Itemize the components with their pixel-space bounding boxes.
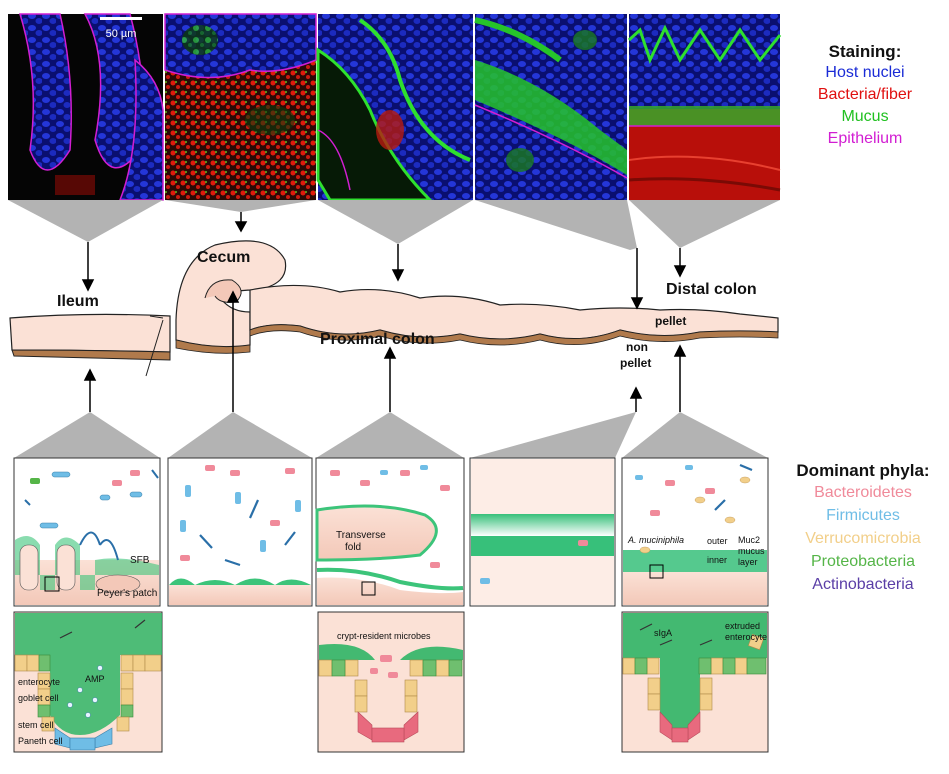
legend-actinobacteria: Actinobacteria [812, 576, 914, 593]
label-stem-cell: stem cell [18, 720, 54, 730]
label-inner: inner [707, 555, 727, 565]
scale-bar-label: 50 µm [106, 28, 137, 40]
label-a-muciniphila: A. muciniphila [627, 535, 684, 545]
label-ileum: Ileum [57, 293, 99, 310]
callout-triangles-top [8, 200, 780, 250]
legend-proteobacteria: Proteobacteria [810, 553, 916, 570]
gut-tube [9, 240, 779, 377]
label-proximal-colon: Proximal colon [320, 331, 435, 348]
label-pellet-2: pellet [620, 356, 651, 370]
detail-distal-colon-crypt: sIgA extruded enterocyte [621, 611, 769, 753]
legend-bacteria-fiber: Bacteria/fiber [817, 86, 913, 103]
label-goblet-cell: goblet cell [18, 693, 59, 703]
label-muc2-2: mucus [738, 546, 765, 556]
arrows-top [81, 212, 687, 310]
legend-host-nuclei: Host nuclei [825, 64, 905, 81]
detail-ileum-crypt: enterocyte goblet cell AMP stem cell Pan… [13, 611, 163, 753]
label-enterocyte: enterocyte [18, 677, 60, 687]
label-amp: AMP [85, 674, 105, 684]
staining-legend: Staining: Host nuclei Bacteria/fiber Muc… [790, 42, 940, 150]
label-transverse-fold-1: Transverse [336, 530, 386, 541]
label-non: non [626, 340, 648, 354]
schematic-cecum [167, 457, 313, 607]
micrograph-non-pellet [474, 14, 628, 200]
staining-legend-title: Staining: [828, 42, 902, 61]
label-cecum: Cecum [197, 249, 250, 266]
callout-triangles-bottom [14, 412, 768, 458]
label-siga: sIgA [654, 628, 672, 638]
label-outer: outer [707, 536, 728, 546]
detail-proximal-colon-crypt: crypt-resident microbes [317, 611, 465, 753]
label-paneth-cell: Paneth cell [18, 736, 63, 746]
micrograph-cecum [164, 13, 317, 200]
label-sfb: SFB [130, 555, 150, 566]
label-crypt-resident-microbes: crypt-resident microbes [337, 631, 431, 641]
label-distal-colon: Distal colon [666, 281, 757, 298]
micrograph-distal-colon [627, 14, 782, 200]
micrograph-ileum: 50 µm [8, 13, 164, 201]
legend-epithelium: Epithelium [827, 130, 903, 147]
label-peyers-patch: Peyer's patch [97, 588, 157, 599]
phyla-legend-title: Dominant phyla: [796, 461, 930, 480]
label-transverse-fold-2: fold [345, 542, 361, 553]
legend-verrucomicrobia: Verrucomicrobia [805, 530, 921, 547]
schematic-non-pellet [469, 457, 616, 607]
label-extruded-2: enterocyte [725, 632, 767, 642]
schematic-proximal-colon: Transverse fold [315, 457, 465, 607]
label-pellet: pellet [655, 314, 686, 328]
arrows-bottom [83, 290, 687, 412]
label-muc2-3: layer [738, 557, 758, 567]
schematic-ileum: SFB Peyer's patch [13, 457, 161, 607]
label-extruded-1: extruded [725, 621, 760, 631]
micrograph-proximal-colon [316, 14, 473, 202]
legend-firmicutes: Firmicutes [826, 507, 900, 524]
schematic-distal-colon: A. muciniphila outer inner Muc2 mucus la… [621, 457, 769, 607]
label-muc2-1: Muc2 [738, 535, 760, 545]
legend-bacteroidetes: Bacteroidetes [814, 484, 912, 501]
legend-mucus: Mucus [841, 108, 889, 125]
scale-bar [100, 17, 142, 20]
phyla-legend: Dominant phyla: Bacteroidetes Firmicutes… [778, 461, 948, 596]
